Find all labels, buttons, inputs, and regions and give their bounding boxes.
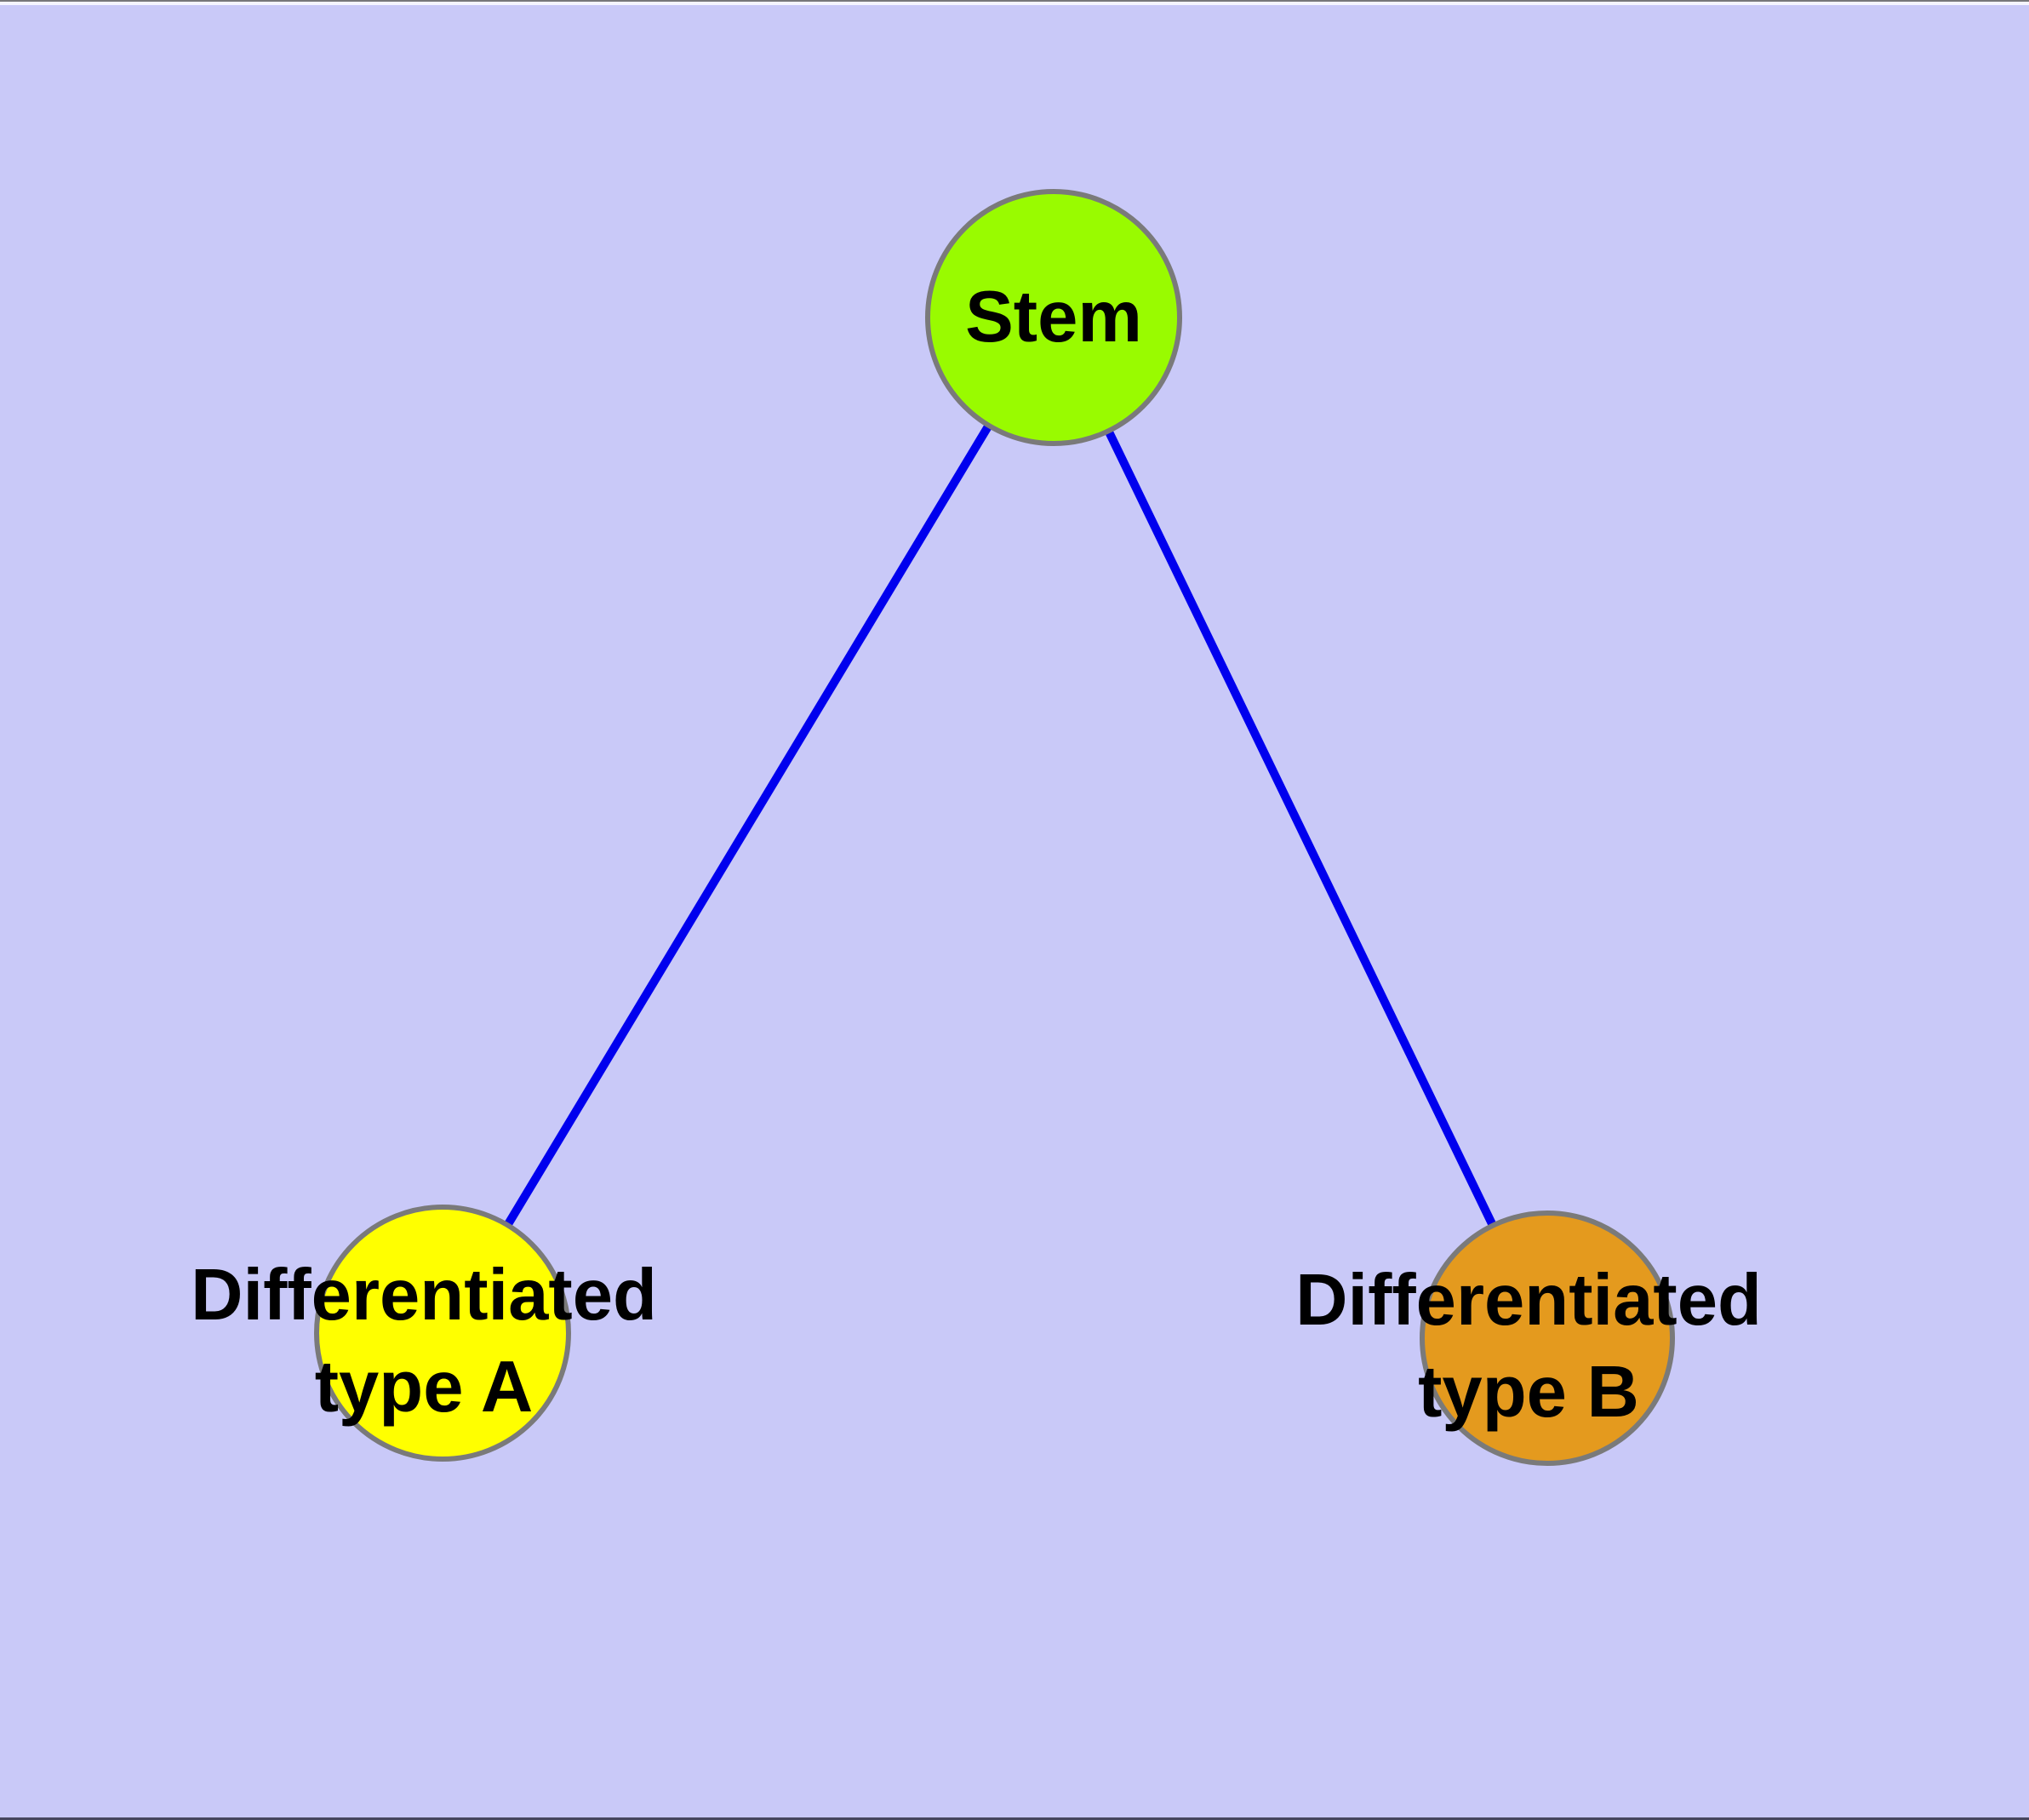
node-differentiated-type-b[interactable] <box>1420 1210 1675 1466</box>
edge-stem-to-type_b[interactable] <box>1049 315 1552 1341</box>
window-top-border <box>0 0 2029 2</box>
node-differentiated-type-a[interactable] <box>314 1205 571 1462</box>
window-bottom-border <box>0 1817 2029 1820</box>
window-top-highlight <box>0 2 2029 5</box>
edge-stem-to-type_a[interactable] <box>438 315 1058 1336</box>
node-stem[interactable] <box>925 189 1182 446</box>
